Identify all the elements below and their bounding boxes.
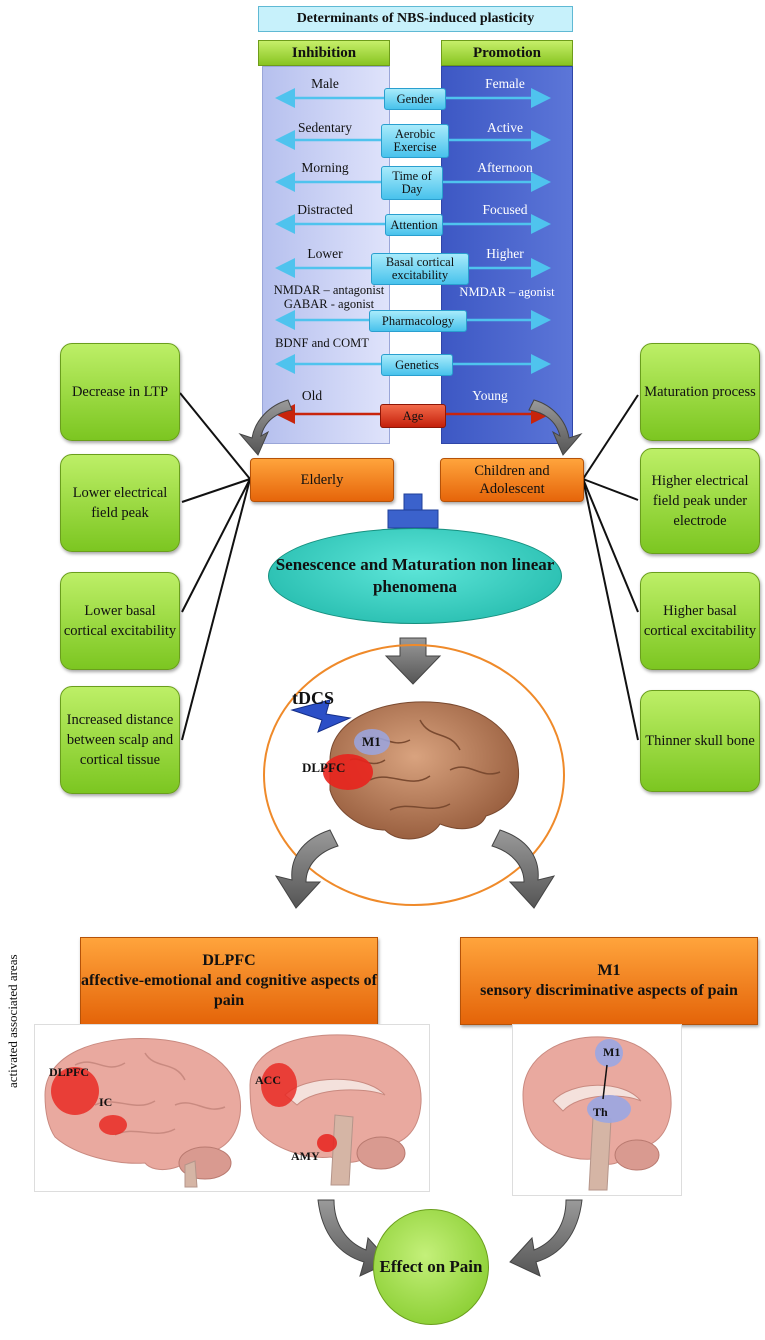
brain-label-m1: M1 — [603, 1045, 621, 1059]
brainstem-lateral — [184, 1160, 198, 1188]
row-left-gender: Male — [311, 76, 339, 91]
tdcs-brain — [290, 699, 520, 840]
m1-label: M1 — [362, 734, 381, 749]
row-left-age: Old — [301, 388, 323, 403]
left-box-basal: Lower basal cortical excitability — [60, 572, 180, 670]
row-right-attention: Focused — [482, 202, 528, 217]
cerebellum-m1 — [614, 1139, 660, 1171]
curved-arrow-left — [238, 399, 293, 456]
curved-arrow-to-effect-right — [509, 1199, 583, 1277]
tdcs-label: tDCS — [292, 688, 335, 708]
factor-gender: Gender — [384, 88, 446, 110]
down-arrow-icon — [384, 637, 442, 685]
inhibition-header: Inhibition — [258, 40, 390, 66]
left-box-field: Lower electrical field peak — [60, 454, 180, 552]
row-right-gender: Female — [485, 76, 525, 91]
dlpfc-label: DLPFC — [302, 760, 346, 775]
corpus-callosum — [284, 1078, 386, 1106]
senescence-oval: Senescence and Maturation non linear phe… — [268, 528, 562, 624]
factor-attention: Attention — [385, 214, 443, 236]
curved-arrow-right — [528, 399, 583, 456]
dlpfc-region — [51, 1067, 99, 1115]
diagram-title: Determinants of NBS-induced plasticity — [258, 6, 573, 32]
row-left-time: Morning — [301, 160, 349, 175]
row-right-pharmacology: NMDAR – agonist — [459, 285, 555, 299]
thalamus-region — [587, 1095, 631, 1123]
cerebellum-medial — [356, 1136, 406, 1170]
lightning-icon — [290, 699, 352, 733]
promotion-header: Promotion — [441, 40, 573, 66]
corpus-callosum-m1 — [552, 1084, 642, 1112]
m1-th-connector — [602, 1064, 608, 1100]
row-left-genetics: BDNF and COMT — [275, 336, 369, 350]
row-right-basal: Higher — [486, 246, 524, 261]
m1-header-title: M1 — [597, 962, 621, 979]
inhibition-panel — [262, 66, 390, 444]
dlpfc-brain-images: DLPFC IC ACC AMY — [34, 1024, 430, 1192]
brain-circle — [263, 644, 565, 906]
factor-time: Time of Day — [381, 166, 443, 200]
children-box: Children and Adolescent — [440, 458, 584, 502]
children-connectors — [582, 394, 639, 741]
dlpfc-highlight — [323, 754, 373, 790]
brain-label-dlpfc: DLPFC — [49, 1065, 89, 1079]
row-left-pharmacology: NMDAR – antagonist GABAR - agonist — [273, 283, 385, 311]
m1-region — [595, 1039, 623, 1067]
factor-genetics: Genetics — [381, 354, 453, 376]
brainstem-m1 — [588, 1116, 612, 1191]
curved-arrow-down-left — [274, 829, 339, 909]
right-box-field: Higher electrical field peak under elect… — [640, 448, 760, 554]
brain-label-th: Th — [593, 1105, 608, 1119]
curved-arrow-down-right — [491, 829, 556, 909]
dlpfc-header-text: affective-emotional and cognitive aspect… — [81, 972, 377, 1009]
brain-lateral-and-medial — [44, 1034, 422, 1188]
row-right-exercise: Active — [487, 120, 523, 135]
brain-label-ic: IC — [99, 1095, 113, 1109]
right-box-basal: Higher basal cortical excitability — [640, 572, 760, 670]
factor-exercise: Aerobic Exercise — [381, 124, 449, 158]
row-right-age: Young — [472, 388, 508, 403]
m1-header: M1 sensory discriminative aspects of pai… — [460, 937, 758, 1025]
m1-highlight — [354, 729, 390, 755]
acc-region — [261, 1063, 297, 1107]
dlpfc-header-title: DLPFC — [202, 952, 256, 969]
right-box-maturation: Maturation process — [640, 343, 760, 441]
factor-basal: Basal cortical excitability — [371, 253, 469, 285]
ic-region — [99, 1115, 127, 1135]
row-left-basal: Lower — [307, 246, 343, 261]
effect-on-pain-circle: Effect on Pain — [373, 1209, 489, 1325]
dlpfc-header: DLPFC affective-emotional and cognitive … — [80, 937, 378, 1025]
brain-label-amy: AMY — [291, 1149, 320, 1163]
row-left-attention: Distracted — [297, 202, 353, 217]
brain-label-acc: ACC — [255, 1073, 281, 1087]
m1-header-text: sensory discriminative aspects of pain — [480, 982, 738, 999]
left-box-distance: Increased distance between scalp and cor… — [60, 686, 180, 794]
right-box-skull: Thinner skull bone — [640, 690, 760, 792]
elderly-connectors — [179, 392, 251, 741]
brainstem-medial — [330, 1114, 354, 1186]
left-box-ltp: Decrease in LTP — [60, 343, 180, 441]
factor-age: Age — [380, 404, 446, 428]
row-right-time: Afternoon — [477, 160, 533, 175]
brain-medial-m1 — [522, 1036, 672, 1191]
side-label: activated associated areas — [5, 954, 20, 1088]
factor-pharmacology: Pharmacology — [369, 310, 467, 332]
elderly-box: Elderly — [250, 458, 394, 502]
amy-region — [317, 1134, 337, 1152]
m1-brain-image: M1 Th — [512, 1024, 682, 1196]
row-left-exercise: Sedentary — [298, 120, 352, 135]
